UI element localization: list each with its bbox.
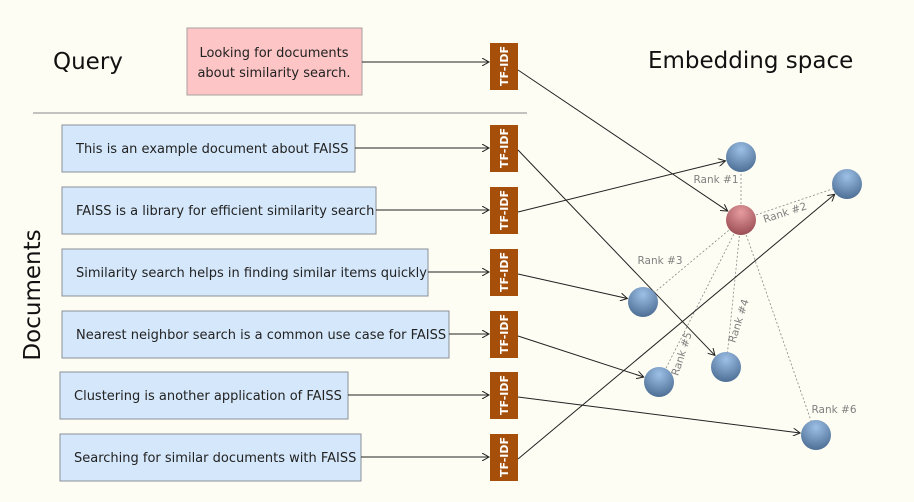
document-text: Nearest neighbor search is a common use …	[76, 328, 446, 343]
query-text: Looking for documents	[199, 46, 348, 61]
document-text: This is an example document about FAISS	[75, 142, 349, 157]
documents-heading: Documents	[20, 229, 46, 360]
document-box	[61, 248, 429, 297]
rank-label: Rank #3	[637, 255, 682, 267]
document-embedding-arrow	[517, 396, 800, 433]
tfidf-label: TF-IDF	[498, 252, 511, 292]
similarity-link	[725, 219, 742, 368]
rank-label: Rank #5	[669, 331, 694, 378]
tfidf-label: TF-IDF	[498, 375, 511, 415]
document-text: Similarity search helps in finding simil…	[76, 266, 427, 281]
query-tfidf-box	[490, 43, 518, 90]
embedding-space-heading: Embedding space	[648, 48, 853, 74]
document-tfidf-box	[490, 187, 518, 234]
query-box	[186, 27, 363, 96]
document-embedding-node	[832, 169, 862, 199]
tfidf-label: TF-IDF	[498, 46, 511, 86]
document-embedding-arrow	[517, 194, 835, 460]
document-embedding-arrow	[517, 273, 627, 299]
query-heading: Query	[53, 49, 123, 75]
document-embedding-node	[644, 367, 674, 397]
document-text: Clustering is another application of FAI…	[74, 389, 342, 404]
document-box	[61, 310, 450, 359]
similarity-link	[740, 219, 817, 436]
document-tfidf-box	[490, 372, 518, 419]
query-embedding-arrow	[517, 69, 728, 211]
query-text: about similarity search.	[197, 66, 350, 81]
rank-label: Rank #4	[726, 297, 751, 344]
document-tfidf-box	[490, 125, 518, 172]
document-embedding-node	[711, 352, 741, 382]
document-embedding-arrow	[517, 149, 715, 355]
document-box	[59, 371, 349, 420]
rank-label: Rank #1	[693, 174, 738, 186]
document-embedding-node	[726, 142, 756, 172]
document-embedding-node	[628, 287, 658, 317]
rank-label: Rank #6	[811, 404, 856, 416]
similarity-link	[740, 183, 848, 221]
document-text: Searching for similar documents with FAI…	[74, 451, 356, 466]
query-embedding-node	[726, 205, 756, 235]
tfidf-label: TF-IDF	[498, 437, 511, 477]
document-box	[61, 186, 377, 235]
document-text: FAISS is a library for efficient similar…	[76, 204, 374, 219]
document-tfidf-box	[490, 434, 518, 481]
document-tfidf-box	[490, 249, 518, 296]
tfidf-label: TF-IDF	[498, 128, 511, 168]
document-embedding-arrow	[517, 161, 725, 213]
document-box	[61, 124, 356, 173]
similarity-link	[642, 219, 742, 303]
document-embedding-node	[801, 420, 831, 450]
tfidf-label: TF-IDF	[498, 314, 511, 354]
document-embedding-arrow	[517, 335, 644, 377]
tfidf-label: TF-IDF	[498, 190, 511, 230]
document-box	[59, 433, 362, 482]
document-tfidf-box	[490, 311, 518, 358]
